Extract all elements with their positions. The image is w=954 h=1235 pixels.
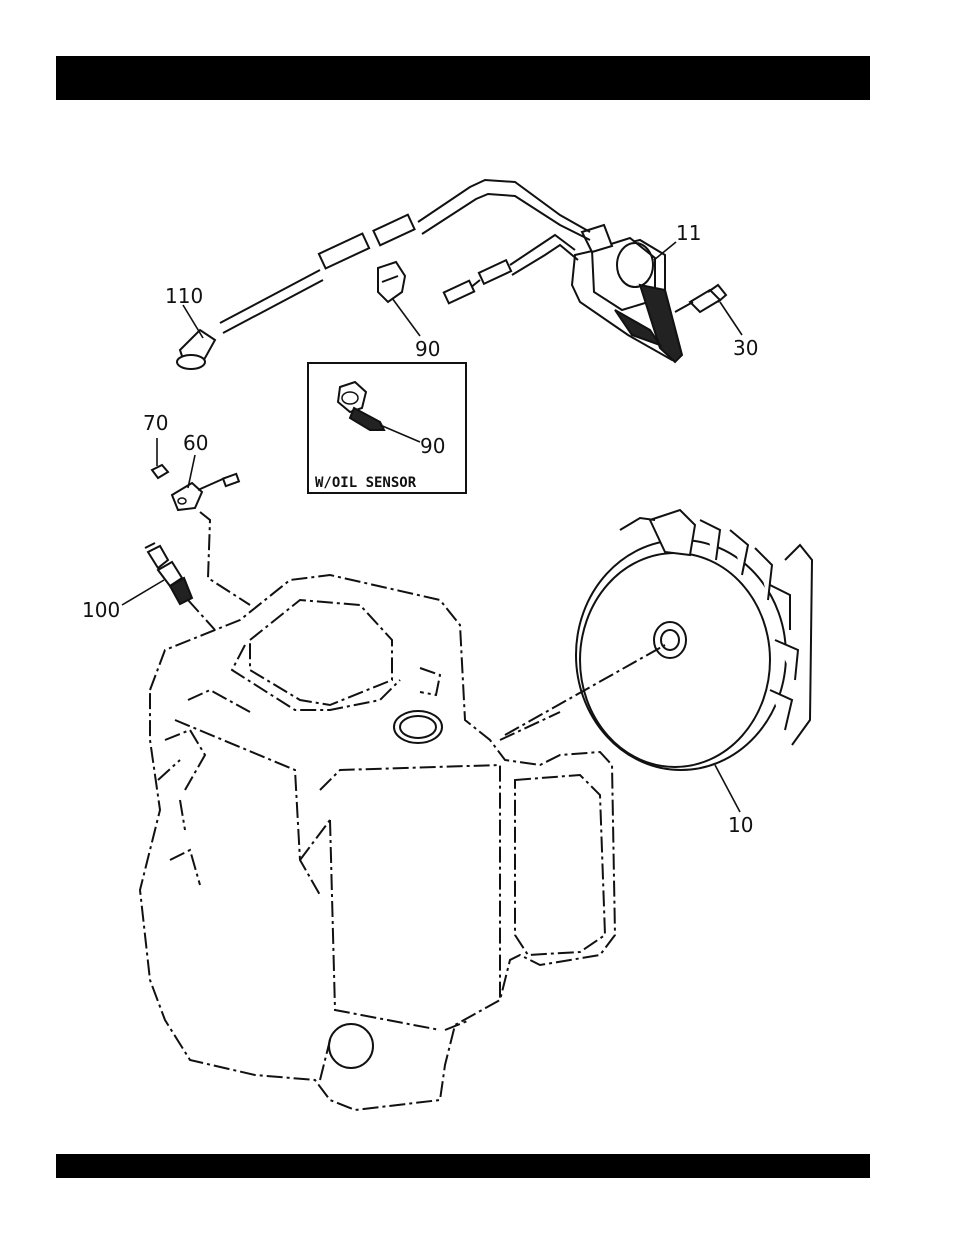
engine-block [140,575,615,1110]
callout-90-top: 90 [415,337,440,361]
ignition-coil [572,225,682,362]
leader-30 [720,302,742,335]
bolt [675,285,726,312]
leader-110 [183,305,203,338]
oil-sensor-alignment-line [200,512,250,605]
callout-60: 60 [183,431,208,455]
oil-sensor-inset: 90 W/OIL SENSOR [308,363,466,493]
callout-11: 11 [676,221,701,245]
callout-110: 110 [165,284,203,308]
spark-plug-alignment-line [188,600,215,630]
callout-100: 100 [82,598,120,622]
oil-sensor [152,465,239,510]
leader-100 [122,580,164,605]
oil-sensor-lead [444,235,578,303]
callout-10: 10 [728,813,753,837]
flywheel [576,510,812,770]
spark-plug [145,543,192,604]
callout-70: 70 [143,411,168,435]
ignition-lead [220,180,590,333]
leader-10 [715,765,740,812]
callout-30: 30 [733,336,758,360]
callout-90-inset: 90 [420,434,445,458]
leader-90-top [392,298,420,336]
clamp [378,262,405,302]
inset-label: W/OIL SENSOR [315,475,417,491]
plug-cap [177,330,215,369]
